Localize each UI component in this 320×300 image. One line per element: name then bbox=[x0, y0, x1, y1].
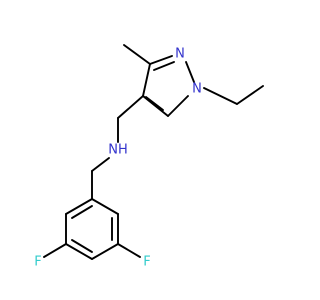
bond-c5-c4-double bbox=[145, 96, 164, 111]
atom-n2-label: N bbox=[175, 47, 185, 62]
bond-ar4-ar5-double bbox=[71, 239, 93, 253]
bond-ar4-ar5 bbox=[65, 243, 93, 260]
bond-c4-c3 bbox=[142, 63, 151, 97]
bond-ar6-ar1 bbox=[65, 198, 93, 215]
atom-nh-label: NH bbox=[108, 143, 128, 158]
bond-c3-n2 bbox=[149, 55, 173, 65]
bond-n1-ch2 bbox=[203, 87, 238, 105]
atom-labels: N N NH F F bbox=[34, 47, 202, 270]
bond-ch2-ch3 bbox=[236, 85, 264, 105]
atom-f-left-label: F bbox=[34, 255, 41, 270]
atom-n1-label: N bbox=[192, 82, 202, 97]
bond-n2-n1 bbox=[185, 61, 195, 83]
bond-nh-ch2 bbox=[91, 157, 110, 172]
bond-c5-c4 bbox=[142, 95, 169, 117]
bond-ar1-ar2 bbox=[91, 198, 119, 215]
bonds bbox=[43, 44, 264, 260]
bond-n1-c5 bbox=[167, 95, 189, 117]
molecule-structure: N N NH F F bbox=[34, 44, 264, 270]
bond-c4-ch2 bbox=[117, 95, 144, 119]
atom-f-right-label: F bbox=[143, 255, 150, 270]
bond-ar3-f bbox=[117, 243, 141, 258]
bond-ar5-f bbox=[43, 243, 67, 258]
bond-ar3-ar4 bbox=[91, 243, 119, 260]
bond-ar6-ar1-double bbox=[71, 205, 93, 219]
bond-c3-methyl bbox=[123, 44, 151, 65]
bond-c3-n2-double bbox=[153, 61, 175, 71]
